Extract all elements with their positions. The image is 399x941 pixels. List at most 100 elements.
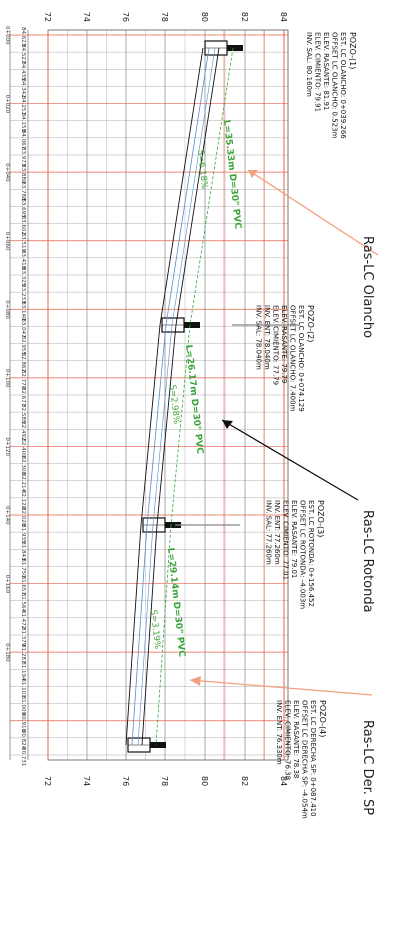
manhole-detail-line: INV. ENT: 76.330m [275, 700, 283, 765]
station-label: 0+120 [4, 437, 10, 456]
elevation-tick-bottom: 80 [200, 776, 209, 786]
station-label: 0+020 [4, 95, 10, 114]
ground-elevation-value: 80.731 [20, 747, 26, 766]
manhole-detail-line: EST. LC OLANCHO: 0+074.129 [297, 305, 305, 412]
ground-line [170, 324, 191, 526]
ground-elevation-value: 81.009 [20, 696, 26, 716]
manhole-detail-line: INV. SAL: 77.260m [265, 500, 273, 565]
pipe-crown-line [171, 47, 216, 326]
station-label: 0+040 [4, 163, 10, 182]
station-label: 0+060 [4, 232, 10, 251]
callout-arrowhead [248, 170, 258, 178]
station-label: 0+080 [4, 300, 10, 319]
station-label: 0+180 [4, 643, 10, 662]
pipe-top-line [141, 524, 158, 746]
manhole-detail-line: INV. SAL: 80.160m [305, 32, 313, 97]
ground-elevation-value: 82.214 [20, 473, 26, 493]
manhole-detail-line: EST. LC OLANCHO: 0+039.266 [339, 32, 347, 139]
callout-leader [221, 419, 359, 501]
manhole-detail-line: ELEV. RASANTE: 78.38 [292, 700, 300, 778]
manhole-detail-line: OFFSET LC OLANCHO: 0.523m [331, 32, 339, 139]
callout-arrowhead [190, 676, 201, 686]
manhole-detail-line: INV. ENT: 78.040m [263, 305, 271, 370]
manhole-detail-line: ELEV. CIMIENTO: 77.79 [272, 305, 280, 385]
ground-elevation-value: 83.695 [20, 198, 26, 218]
ground-elevation-value: 83.140 [20, 301, 26, 321]
ground-elevation-value: 82.492 [20, 421, 26, 440]
callout-ras-lc-olancho: Ras-LC Olancho [360, 236, 375, 338]
manhole-detail-line: INV. ENT: 77.260m [273, 500, 281, 565]
manhole-detail-line: OFFSET LC ROTONDA: -4.003m [299, 500, 307, 609]
ground-elevation-value: 84.067 [20, 130, 26, 150]
manhole-title: POZO-(1) [348, 32, 357, 69]
ground-elevation-value: 84.251 [20, 96, 26, 115]
elevation-tick-bottom: 78 [160, 776, 169, 786]
callout-ras-lc-rotonda: Ras-LC Rotonda [360, 510, 375, 613]
ground-elevation-value: 83.880 [20, 164, 26, 184]
ground-elevation-value: 83.325 [20, 267, 26, 287]
ground-elevation-value: 82.120 [20, 490, 26, 510]
ground-elevation-value: 83.510 [20, 233, 26, 253]
manhole-invert-marker [150, 742, 166, 748]
elevation-tick-top: 72 [43, 12, 52, 22]
manhole-invert-marker [165, 522, 181, 528]
manhole-invert-marker [227, 45, 243, 51]
ground-elevation-value: 82.677 [20, 387, 26, 407]
ground-elevation-value: 82.306 [20, 456, 26, 476]
pipe-slope-label: S=3.19% [148, 609, 162, 649]
station-label: 0+000 [4, 26, 10, 45]
elevation-tick-top: 74 [82, 12, 91, 22]
ground-line [189, 47, 234, 326]
ground-elevation-value: 82.028 [20, 507, 26, 527]
callout-leader [189, 679, 373, 696]
pipe-invert-line [146, 324, 167, 526]
ground-elevation-value: 83.788 [20, 181, 26, 201]
pipe-invert-line [165, 47, 210, 326]
ground-elevation-value: 81.564 [20, 593, 26, 613]
ground-elevation-value: 84.342 [20, 78, 26, 97]
manhole-detail-line: ELEV. CIMIENTO: 77.01 [282, 500, 290, 580]
callout-ras-lc-der-sp: Ras-LC Der. SP [360, 720, 375, 815]
pipe-length-diameter-label: L=29.14m D=30" PVC [165, 547, 186, 658]
ground-elevation-value: 81.287 [20, 644, 26, 664]
manhole-invert-marker [184, 322, 200, 328]
elevation-tick-bottom: 82 [240, 776, 249, 786]
pipe-crown-line [137, 524, 154, 746]
ground-elevation-value: 81.101 [20, 678, 26, 697]
manhole-detail-line: ELEV. CIMIENTO: 79.91 [314, 32, 322, 112]
ground-elevation-value: 83.973 [20, 147, 26, 167]
sewer-profile [125, 40, 243, 753]
ground-elevation-value: 84.623 [20, 27, 26, 47]
elevation-tick-bottom: 76 [121, 776, 130, 786]
manhole-title: POZO-(3) [316, 500, 325, 537]
pipe-slope-label: S=2.98% [167, 384, 181, 424]
ground-line [155, 524, 172, 746]
manhole-detail-line: EST. LC ROTONDA: 0+156.452 [307, 500, 315, 607]
manhole-detail-line: ELEV. RASANTE: 81.91 [322, 32, 330, 110]
pipe-bottom-line [140, 324, 161, 526]
ground-elevation-value: 84.158 [20, 113, 26, 133]
ground-elevation-value: 81.472 [20, 610, 26, 629]
ground-elevation-value: 80.916 [20, 713, 26, 733]
manhole-detail-line: ELEV. RASANTE: 79.79 [280, 305, 288, 383]
manhole-title: POZO-(2) [306, 305, 315, 342]
ground-elevation-value: 84.435 [20, 61, 26, 81]
manhole-detail-line: ELEV. RASANTE: 79.01 [290, 500, 298, 578]
pipe-top-line [175, 47, 220, 326]
manhole-detail-line: OFFSET LC OLANCHO: 7.400m [289, 305, 297, 412]
station-label: 0+160 [4, 575, 10, 594]
ground-elevation-value: 82.862 [20, 353, 26, 372]
pipe-crown-line [152, 324, 173, 526]
ground-elevation-value: 83.233 [20, 284, 26, 304]
manhole-detail-line: ELEV. CIMIENTO: 76.38 [284, 700, 292, 780]
ground-elevation-value: 83.047 [20, 318, 26, 338]
callout-leader [247, 169, 379, 256]
station-label: 0+100 [4, 369, 10, 388]
ground-elevation-value: 81.194 [20, 661, 26, 681]
manhole-detail-line: OFFSET LC DERECHA SP: -4.054m [301, 700, 309, 819]
manhole-detail-line: INV. SAL: 78.040m [255, 305, 263, 370]
elevation-tick-top: 80 [200, 12, 209, 22]
ground-elevation-value: 83.418 [20, 250, 26, 270]
callout-arrowhead [222, 420, 233, 429]
